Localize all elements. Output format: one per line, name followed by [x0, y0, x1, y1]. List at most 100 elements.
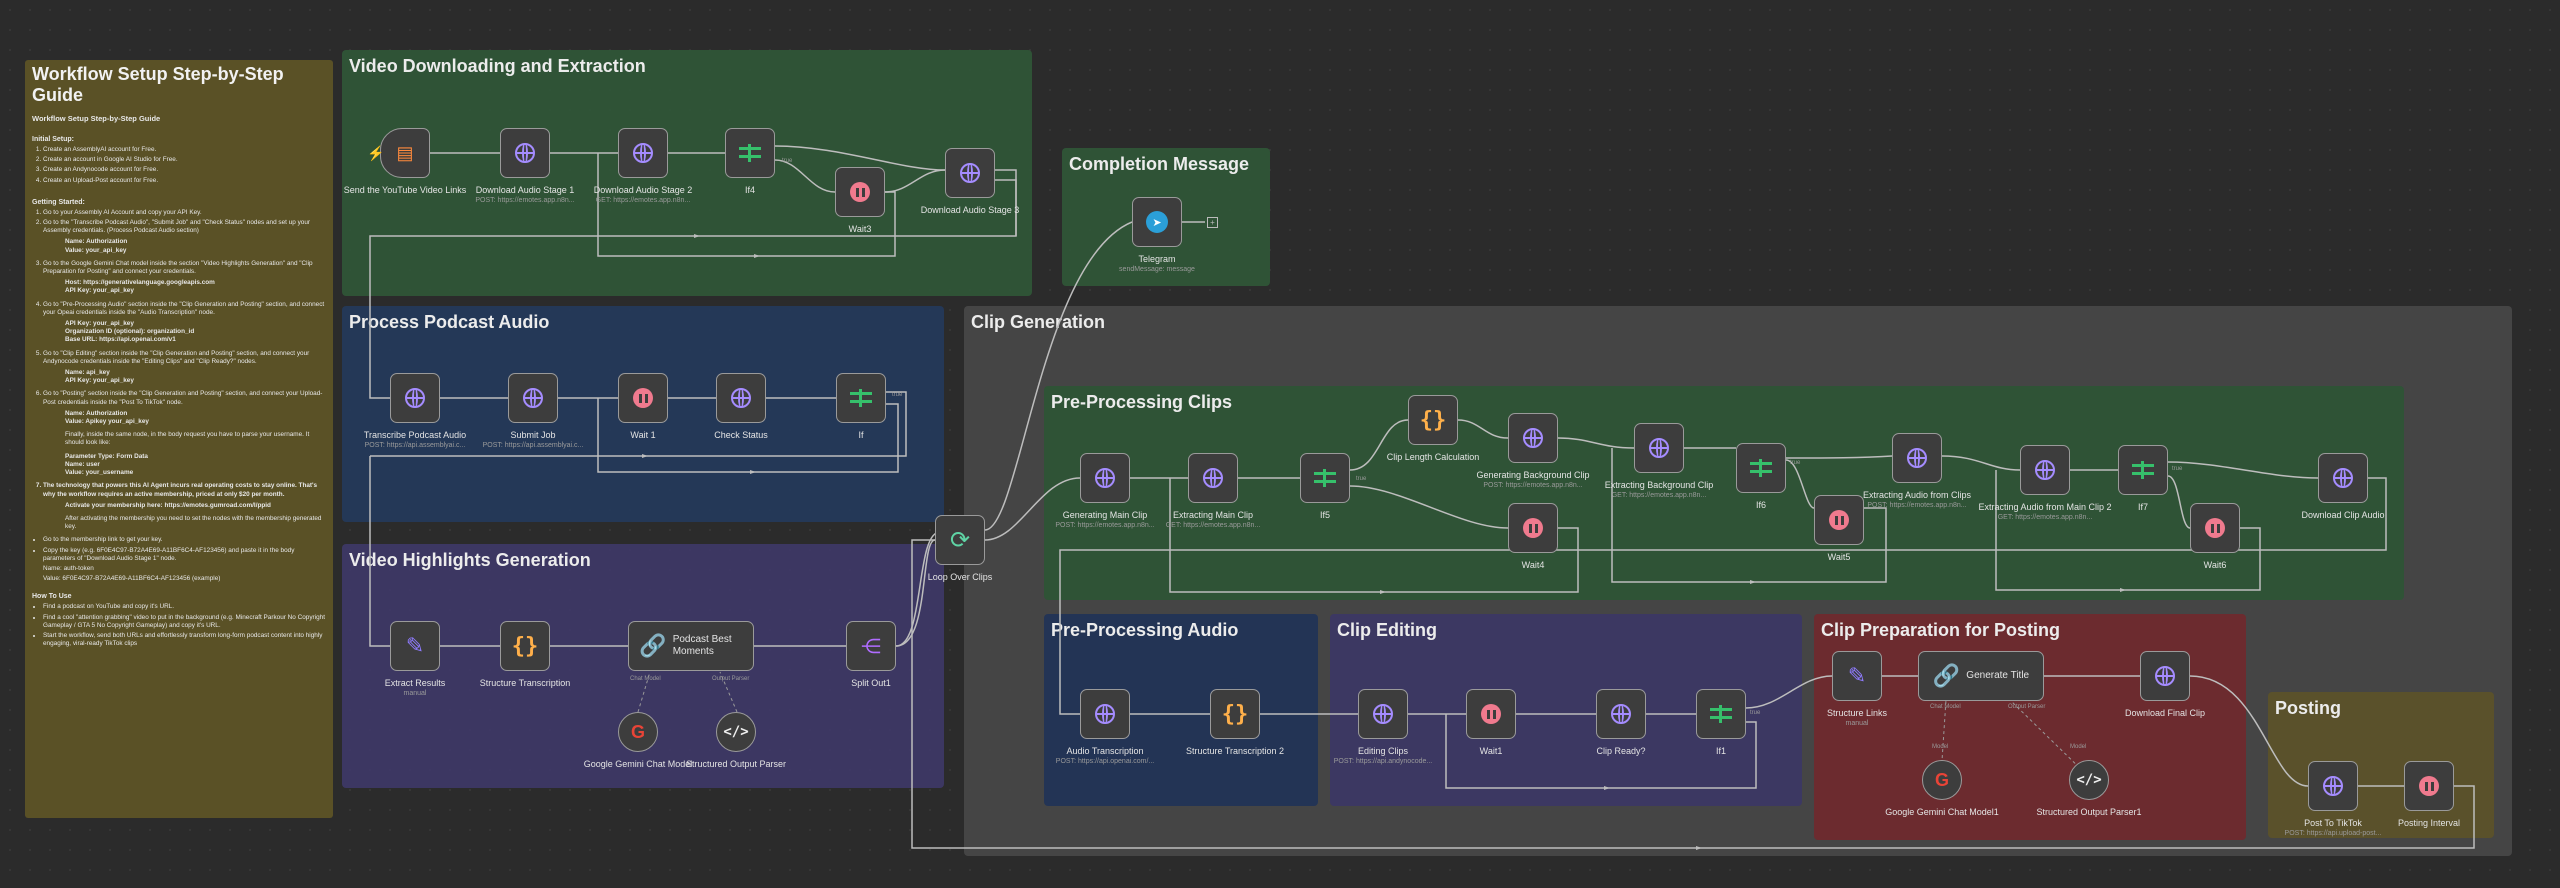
membership-steps: Go to the membership link to get your ke… [43, 536, 326, 583]
pause-icon [633, 388, 653, 408]
http-request-icon [960, 163, 980, 183]
node-posting-interval[interactable]: Posting Interval [2398, 761, 2460, 828]
group-title: Video Highlights Generation [349, 550, 591, 570]
list-item: Value: 6F0E4C97-B72A4E69-A11BF6C4-AF1234… [43, 575, 221, 583]
node-clip-ready[interactable]: Clip Ready? [1596, 689, 1646, 756]
node-download-final-clip[interactable]: Download Final Clip [2125, 651, 2205, 718]
guide-subtitle: Workflow Setup Step-by-Step Guide [32, 114, 161, 123]
http-request-icon [2323, 776, 2343, 796]
node-loop-over-clips[interactable]: ⟳ Loop Over Clips [928, 515, 992, 582]
list-item: Go to your Assembly AI Account and copy … [43, 209, 326, 217]
port-label-chat-model: Chat Model [1930, 704, 1961, 710]
node-wait-1[interactable]: Wait 1 [618, 373, 668, 440]
getting-started-list: Go to your Assembly AI Account and copy … [43, 209, 326, 236]
node-wait1[interactable]: Wait1 [1466, 689, 1516, 756]
http-request-icon [1649, 438, 1669, 458]
form-icon: ▤ [396, 142, 414, 163]
loop-icon: ⟳ [949, 526, 971, 554]
port-label-true: true [2172, 466, 2183, 472]
group-title: Pre-Processing Audio [1051, 620, 1239, 640]
node-if7[interactable]: If7 [2118, 445, 2168, 512]
node-if5[interactable]: If5 [1300, 453, 1350, 520]
node-if[interactable]: If [836, 373, 886, 440]
group-title: Process Podcast Audio [349, 312, 550, 332]
node-generate-title[interactable]: 🔗 Generate Title [1918, 651, 2044, 701]
node-podcast-best-moments[interactable]: 🔗 Podcast Best Moments [628, 621, 754, 671]
group-video-downloading: Video Downloading and Extraction [342, 50, 1032, 296]
port-label-model: Model [2070, 744, 2087, 750]
add-node-plus-icon[interactable]: + [1207, 217, 1218, 228]
split-icon: ⋲ [861, 635, 881, 658]
node-split-out[interactable]: ⋲ Split Out1 [846, 621, 896, 688]
node-gemini-chat-1[interactable]: G Google Gemini Chat Model1 [1885, 760, 1999, 817]
node-send-links[interactable]: ⚡ ▤ Send the YouTube Video Links [344, 128, 466, 195]
node-structure-transcription-2[interactable]: {} Structure Transcription 2 [1186, 689, 1284, 756]
list-item: Go to "Clip Editing" section inside the … [43, 350, 326, 366]
group-title: Clip Generation [971, 312, 1106, 332]
getting-started-list: Go to "Posting" section inside the "Clip… [43, 390, 326, 406]
code-icon: </> [723, 724, 749, 740]
node-if6[interactable]: If6 [1736, 443, 1786, 510]
node-wait6[interactable]: Wait6 [2190, 503, 2240, 570]
code-icon: </> [2076, 772, 2102, 788]
node-check-status[interactable]: Check Status [714, 373, 768, 440]
http-request-icon [1095, 468, 1115, 488]
node-if1[interactable]: If1 [1696, 689, 1746, 756]
getting-started-list: The technology that powers this AI Agent… [43, 482, 326, 498]
if-icon [1314, 469, 1336, 487]
node-download-clip-audio[interactable]: Download Clip Audio [2301, 453, 2385, 520]
http-request-icon [405, 388, 425, 408]
node-clip-length[interactable]: {} Clip Length Calculation [1387, 395, 1479, 462]
code-braces-icon: {} [1419, 407, 1447, 433]
list-item: Go to the Google Gemini Chat model insid… [43, 260, 326, 276]
port-label-true: true [892, 392, 903, 398]
port-label-model: Model [1932, 744, 1949, 750]
pencil-icon: ✎ [1847, 663, 1867, 688]
http-request-icon [2333, 468, 2353, 488]
chain-link-icon: 🔗 [639, 633, 667, 658]
credential-values: Parameter Type: Form Data Name: user Val… [65, 452, 148, 477]
credential-values: Name: api_key API Key: your_api_key [65, 369, 134, 385]
node-if4[interactable]: If4 [725, 128, 775, 195]
node-wait5[interactable]: Wait5 [1814, 495, 1864, 562]
pause-icon [2205, 518, 2225, 538]
if-icon [1750, 459, 1772, 477]
node-structure-transcription[interactable]: {} Structure Transcription [480, 621, 570, 688]
node-wait3[interactable]: Wait3 [835, 167, 885, 234]
list-item: Find a podcast on YouTube and copy it's … [43, 603, 326, 611]
node-download-audio-3[interactable]: Download Audio Stage 3 [921, 148, 1019, 215]
group-title: Clip Preparation for Posting [1821, 620, 2061, 640]
node-structured-parser-1[interactable]: </> Structured Output Parser1 [2036, 760, 2142, 817]
list-item: Create an Upload-Post account for Free. [43, 177, 326, 185]
sticky-note-guide[interactable]: Workflow Setup Step-by-Step Guide Workfl… [25, 60, 333, 818]
http-request-icon [1095, 704, 1115, 724]
list-item: Start the workflow, send both URLs and e… [43, 632, 326, 648]
node-structured-parser[interactable]: </> Structured Output Parser [686, 712, 786, 769]
credential-values: API Key: your_api_key Organization ID (o… [65, 320, 195, 344]
how-to-use-list: Find a podcast on YouTube and copy it's … [43, 603, 326, 648]
node-wait4[interactable]: Wait4 [1508, 503, 1558, 570]
list-item: The technology that powers this AI Agent… [43, 482, 326, 498]
http-request-icon [1523, 428, 1543, 448]
membership-link[interactable]: Activate your membership here: https://e… [65, 501, 271, 509]
node-gemini-chat[interactable]: G Google Gemini Chat Model [584, 712, 692, 769]
list-item: Go to the "Transcribe Podcast Audio", "S… [43, 219, 326, 235]
group-title: Pre-Processing Clips [1051, 392, 1233, 412]
